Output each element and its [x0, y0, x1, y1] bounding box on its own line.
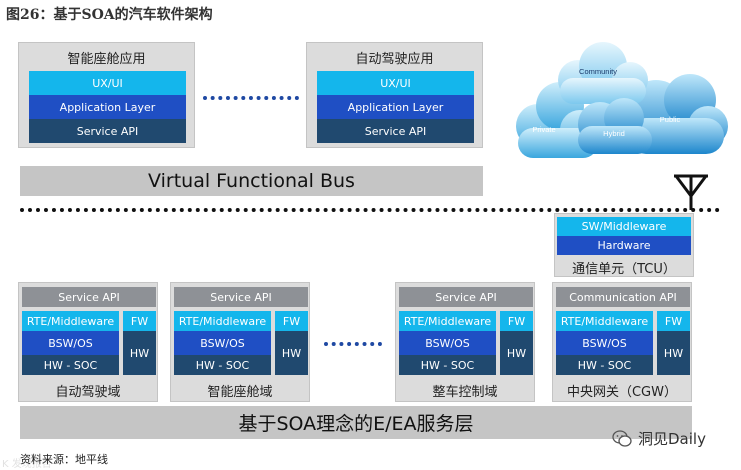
cloud-hybrid-shape	[578, 98, 652, 154]
hw-soc-layer: HW - SOC	[556, 355, 653, 375]
domain-panel-autodrive: Service API RTE/Middleware BSW/OS HW - S…	[18, 282, 158, 402]
app-panel-autodrive: 自动驾驶应用 UX/UI Application Layer Service A…	[306, 42, 483, 148]
hw-block: HW	[123, 331, 156, 375]
dotted-divider	[20, 208, 720, 212]
bsw-os-layer: BSW/OS	[399, 331, 496, 355]
cloud-label-public: Public	[660, 115, 681, 124]
bsw-os-layer: BSW/OS	[174, 331, 271, 355]
rte-middleware-layer: RTE/Middleware	[22, 311, 119, 331]
antenna-icon	[674, 174, 708, 210]
domain-panel-gateway: Communication API RTE/Middleware BSW/OS …	[552, 282, 692, 402]
hw-soc-layer: HW - SOC	[174, 355, 271, 375]
fw-block: FW	[275, 311, 308, 331]
cloud-community-shape	[558, 42, 648, 104]
service-api-layer: Service API	[29, 119, 186, 143]
rte-middleware-layer: RTE/Middleware	[174, 311, 271, 331]
hw-block: HW	[657, 331, 690, 375]
dotted-connector	[324, 342, 382, 346]
service-api-bar: Service API	[399, 287, 533, 307]
service-api-layer: Service API	[317, 119, 474, 143]
service-api-bar: Service API	[174, 287, 308, 307]
bsw-os-layer: BSW/OS	[556, 331, 653, 355]
application-layer: Application Layer	[317, 95, 474, 119]
hw-soc-layer: HW - SOC	[399, 355, 496, 375]
hw-block: HW	[275, 331, 308, 375]
figure-title: 图26：基于SOA的汽车软件架构	[6, 7, 213, 23]
cloud-label-hybrid: Hybrid	[603, 129, 625, 138]
ux-ui-layer: UX/UI	[317, 71, 474, 95]
fw-block: FW	[657, 311, 690, 331]
tcu-title: 通信单元（TCU）	[572, 262, 676, 277]
cloud-label-community: Community	[579, 67, 617, 76]
watermark-text: K 发现报告	[2, 459, 52, 470]
app-panel-title: 智能座舱应用	[67, 52, 146, 67]
domain-title: 自动驾驶域	[55, 385, 121, 400]
soa-service-layer: 基于SOA理念的E/EA服务层	[20, 406, 692, 439]
tcu-panel: SW/Middleware Hardware 通信单元（TCU）	[554, 213, 694, 277]
fw-block: FW	[500, 311, 533, 331]
communication-api-bar: Communication API	[556, 287, 690, 307]
cloud-illustration: Community Private Hybrid Public	[516, 42, 728, 158]
brand-mark: 洞见Daily	[612, 428, 706, 449]
fw-block: FW	[123, 311, 156, 331]
service-api-bar: Service API	[22, 287, 156, 307]
application-layer: Application Layer	[29, 95, 186, 119]
app-panel-title: 自动驾驶应用	[355, 52, 434, 67]
domain-panel-vehicle: Service API RTE/Middleware BSW/OS HW - S…	[395, 282, 535, 402]
domain-title: 智能座舱域	[207, 385, 273, 400]
hw-soc-layer: HW - SOC	[22, 355, 119, 375]
hardware-layer: Hardware	[557, 236, 691, 255]
source-note: 资料来源：地平线	[20, 453, 108, 466]
app-panel-cockpit: 智能座舱应用 UX/UI Application Layer Service A…	[18, 42, 195, 148]
brand-name: 洞见Daily	[638, 430, 706, 448]
cloud-label-private: Private	[532, 125, 555, 134]
wechat-icon	[612, 429, 632, 447]
sw-middleware-layer: SW/Middleware	[557, 217, 691, 236]
dotted-connector	[203, 96, 299, 100]
hw-block: HW	[500, 331, 533, 375]
domain-panel-cockpit: Service API RTE/Middleware BSW/OS HW - S…	[170, 282, 310, 402]
bsw-os-layer: BSW/OS	[22, 331, 119, 355]
rte-middleware-layer: RTE/Middleware	[556, 311, 653, 331]
ux-ui-layer: UX/UI	[29, 71, 186, 95]
rte-middleware-layer: RTE/Middleware	[399, 311, 496, 331]
domain-title: 中央网关（CGW）	[566, 385, 677, 400]
domain-title: 整车控制域	[432, 385, 498, 400]
virtual-functional-bus: Virtual Functional Bus	[20, 166, 483, 196]
